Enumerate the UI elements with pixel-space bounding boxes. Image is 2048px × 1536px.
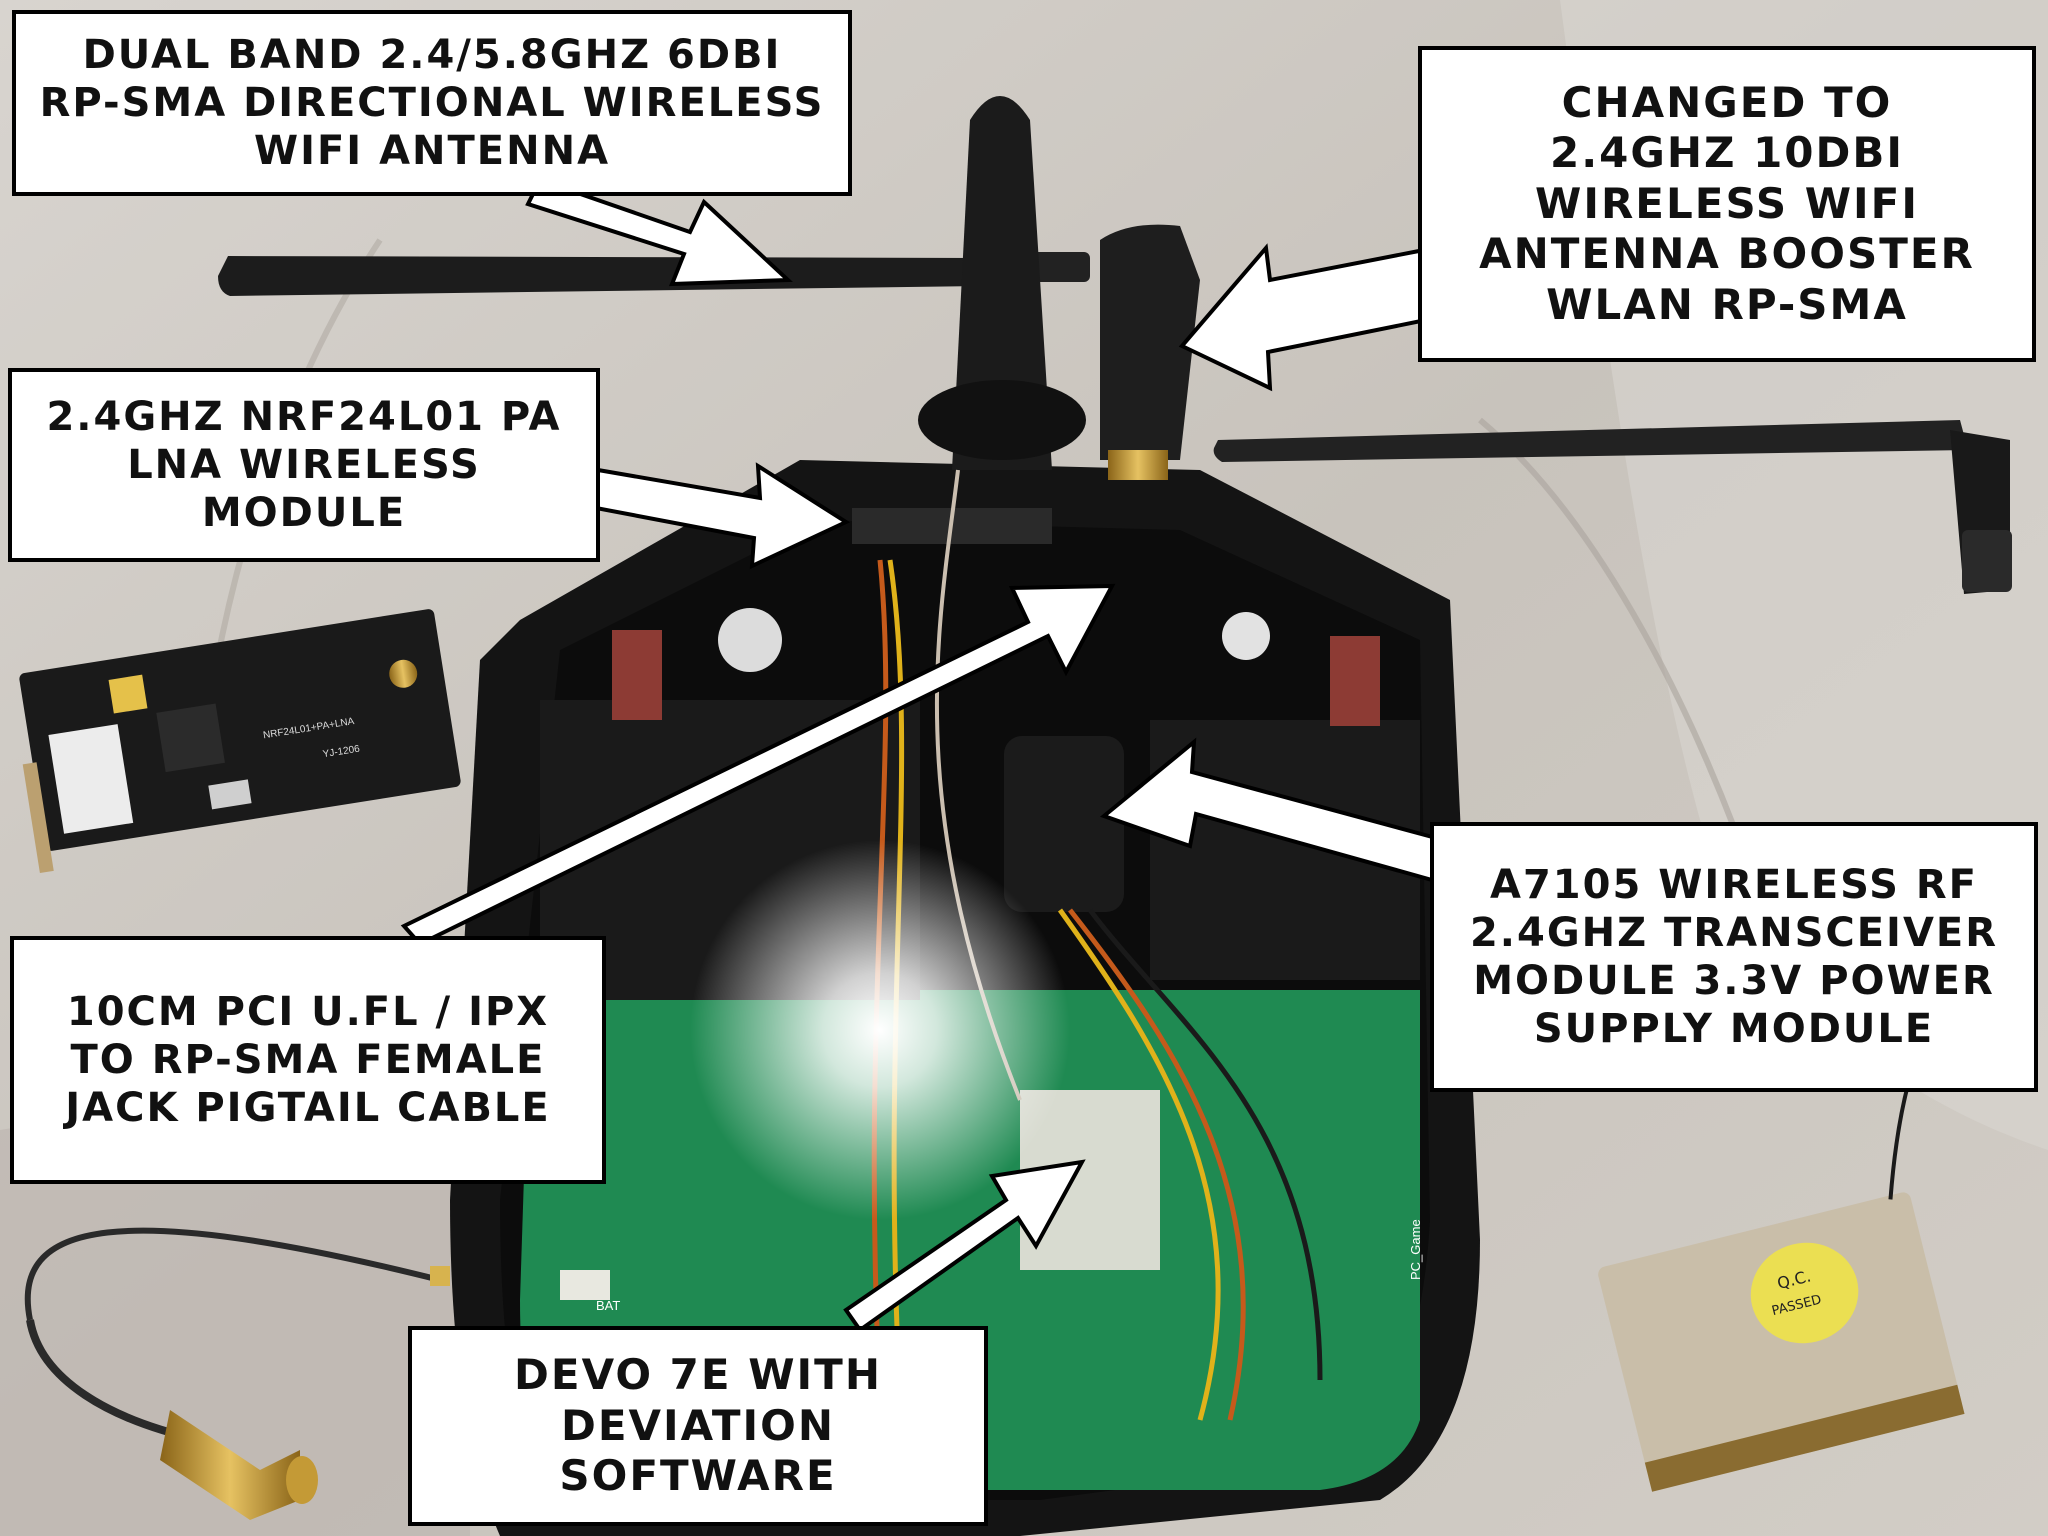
callout-arrows xyxy=(400,177,1439,1333)
callout-10dbi-antenna: Changed to 2.4GHz 10dBi Wireless WiFi An… xyxy=(1418,46,2036,362)
leather-seam xyxy=(0,1107,470,1536)
callout-line: WLAN RP-SMA xyxy=(1546,279,1908,329)
arrow-to-nrf-module xyxy=(593,462,851,570)
wire-bundle xyxy=(1088,908,1323,1381)
callout-line: Deviation xyxy=(560,1400,836,1450)
wire-bundle xyxy=(1068,908,1246,1421)
callout-line: Jack Pigtail Cable xyxy=(65,1085,551,1131)
callout-line: LNA Wireless xyxy=(127,442,481,488)
spare-10dbi-antenna xyxy=(1213,420,2012,594)
callout-line: Module 3.3V Power xyxy=(1473,958,1995,1004)
callout-nrf24l01-module: 2.4GHz NRF24L01 PA LNA Wireless Module xyxy=(8,368,600,562)
callout-a7105-module: A7105 Wireless RF 2.4GHz Transceiver Mod… xyxy=(1430,822,2038,1092)
a7105-module-installed xyxy=(1004,736,1124,912)
pcb-pc-game-label: PC_Game xyxy=(1408,1219,1423,1280)
vertical-antenna xyxy=(952,96,1052,470)
a7105-module-photo: Q.C. PASSED xyxy=(1598,1011,1965,1492)
arrow-to-dual-antenna xyxy=(525,177,793,287)
callout-line: Software xyxy=(559,1451,837,1501)
rp-sma-antenna-elbow xyxy=(1100,224,1200,460)
callout-line: Antenna Booster xyxy=(1479,229,1975,279)
callout-line: A7105 Wireless RF xyxy=(1489,862,1979,908)
callout-line: WiFi Antenna xyxy=(253,128,611,174)
callout-line: RP-SMA Directional Wireless xyxy=(39,80,825,126)
arrow-to-10dbi-antenna xyxy=(1178,243,1429,392)
callout-line: Module xyxy=(201,490,407,536)
pigtail-cable-photo xyxy=(24,1227,450,1520)
callout-line: to RP-SMA Female xyxy=(70,1037,546,1083)
callout-line: 10cm PCI U.FL / IPX xyxy=(66,989,550,1035)
pcb-bat-label: BAT xyxy=(596,1298,620,1313)
arrow-to-pigtail xyxy=(400,583,1116,947)
callout-line: 2.4GHz NRF24L01 PA xyxy=(46,394,562,440)
callout-pigtail-cable: 10cm PCI U.FL / IPX to RP-SMA Female Jac… xyxy=(10,936,606,1184)
wire-bundle xyxy=(1057,908,1221,1421)
callout-line: 2.4GHz 10dBi xyxy=(1549,128,1905,178)
arrow-to-a7105-module xyxy=(1099,737,1439,883)
callout-line: 2.4GHz Transceiver xyxy=(1469,910,1999,956)
callout-line: Devo 7E with xyxy=(514,1350,882,1400)
callout-line: Supply Module xyxy=(1533,1006,1935,1052)
callout-line: Wireless WiFi xyxy=(1535,178,1919,228)
callout-line: Dual band 2.4/5.8GHz 6dBi xyxy=(82,32,782,78)
callout-devo-7e: Devo 7E with Deviation Software xyxy=(408,1326,988,1526)
camera-flash-glare xyxy=(690,840,1070,1220)
callout-dual-band-antenna: Dual band 2.4/5.8GHz 6dBi RP-SMA Directi… xyxy=(12,10,852,196)
arrow-to-devo-board xyxy=(843,1159,1086,1333)
nrf24l01-module-photo: NRF24L01+PA+LNA YJ-1206 xyxy=(19,609,461,874)
callout-line: Changed to xyxy=(1561,78,1893,128)
